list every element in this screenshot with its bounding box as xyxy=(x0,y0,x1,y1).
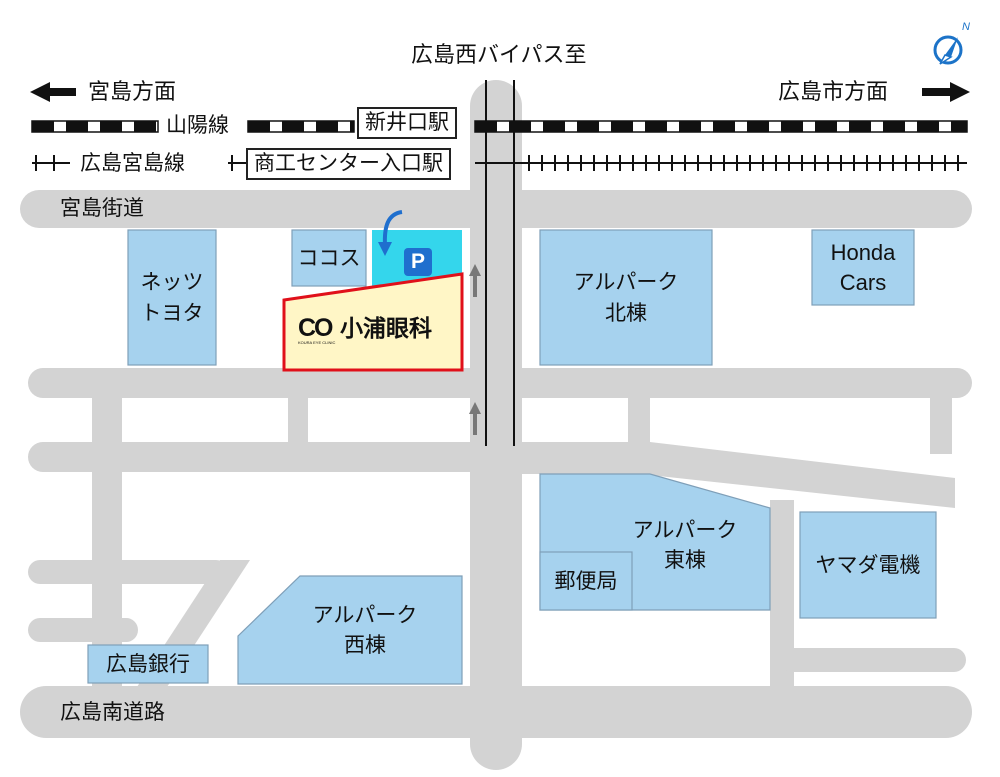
west-direction-label: 宮島方面 xyxy=(88,80,177,105)
alpark-west-label: アルパーク 西棟 xyxy=(312,602,418,657)
building-alpark-north xyxy=(539,229,713,366)
post-office-label: 郵便局 xyxy=(554,568,618,593)
road-small-3 xyxy=(780,648,966,672)
bypass-label: 広島西バイパス至 xyxy=(411,43,587,68)
building-yamada xyxy=(799,511,937,619)
cocos-label: ココス xyxy=(297,245,361,270)
miyajima-line xyxy=(32,155,967,171)
station-shinikuchi: 新井口駅 xyxy=(357,107,457,139)
road-lower-right xyxy=(515,442,955,508)
miyajima-line-label: 広島宮島線 xyxy=(80,151,185,175)
building-cocos xyxy=(291,229,367,287)
alpark-east-label: アルパーク 東棟 xyxy=(632,517,738,572)
clinic-logo: CO KOURA EYE CLINIC xyxy=(298,316,338,348)
up-arrow-icon xyxy=(469,264,481,435)
clinic-name: 小浦眼科 xyxy=(340,316,432,342)
netz-toyota-label: ネッツ トヨタ xyxy=(140,270,204,325)
building-hiroshima-bank xyxy=(87,644,209,684)
hiroshima-bank-label: 広島銀行 xyxy=(106,651,190,676)
road-bypass xyxy=(470,80,522,770)
road-v2 xyxy=(288,384,308,444)
sanyo-line xyxy=(31,120,968,133)
clinic-logo-mark: CO xyxy=(298,314,334,342)
arrow-left-icon xyxy=(30,82,76,102)
road-lower-left xyxy=(28,442,496,472)
road-v4 xyxy=(930,384,952,454)
parking-entry-arrow-icon xyxy=(378,210,403,256)
building-honda-cars xyxy=(811,229,915,306)
road-small-2 xyxy=(28,618,138,642)
station-shoko-center: 商工センター入口駅 xyxy=(246,148,451,180)
arrow-right-icon xyxy=(922,82,970,102)
sanyo-line-label: 山陽線 xyxy=(166,113,229,137)
road-miyajima-kaido-label: 宮島街道 xyxy=(60,196,144,220)
clinic-building xyxy=(282,272,464,372)
east-direction-label: 広島市方面 xyxy=(778,80,889,105)
alpark-north-label: アルパーク 北棟 xyxy=(573,270,679,325)
parking-sign: P xyxy=(404,248,432,276)
building-post-office xyxy=(539,551,633,611)
clinic-logo-sub: KOURA EYE CLINIC xyxy=(298,340,336,345)
yamada-label: ヤマダ電機 xyxy=(815,552,921,577)
road-small-1 xyxy=(28,560,228,584)
buildings xyxy=(87,229,937,685)
road-v3 xyxy=(628,384,650,446)
building-netz-toyota xyxy=(127,229,217,366)
road-minami-label: 広島南道路 xyxy=(60,700,165,724)
building-alpark-west xyxy=(237,575,463,685)
svg-text:N: N xyxy=(962,21,970,33)
compass-icon: N xyxy=(933,21,970,65)
honda-cars-label: Honda Cars xyxy=(830,239,896,295)
